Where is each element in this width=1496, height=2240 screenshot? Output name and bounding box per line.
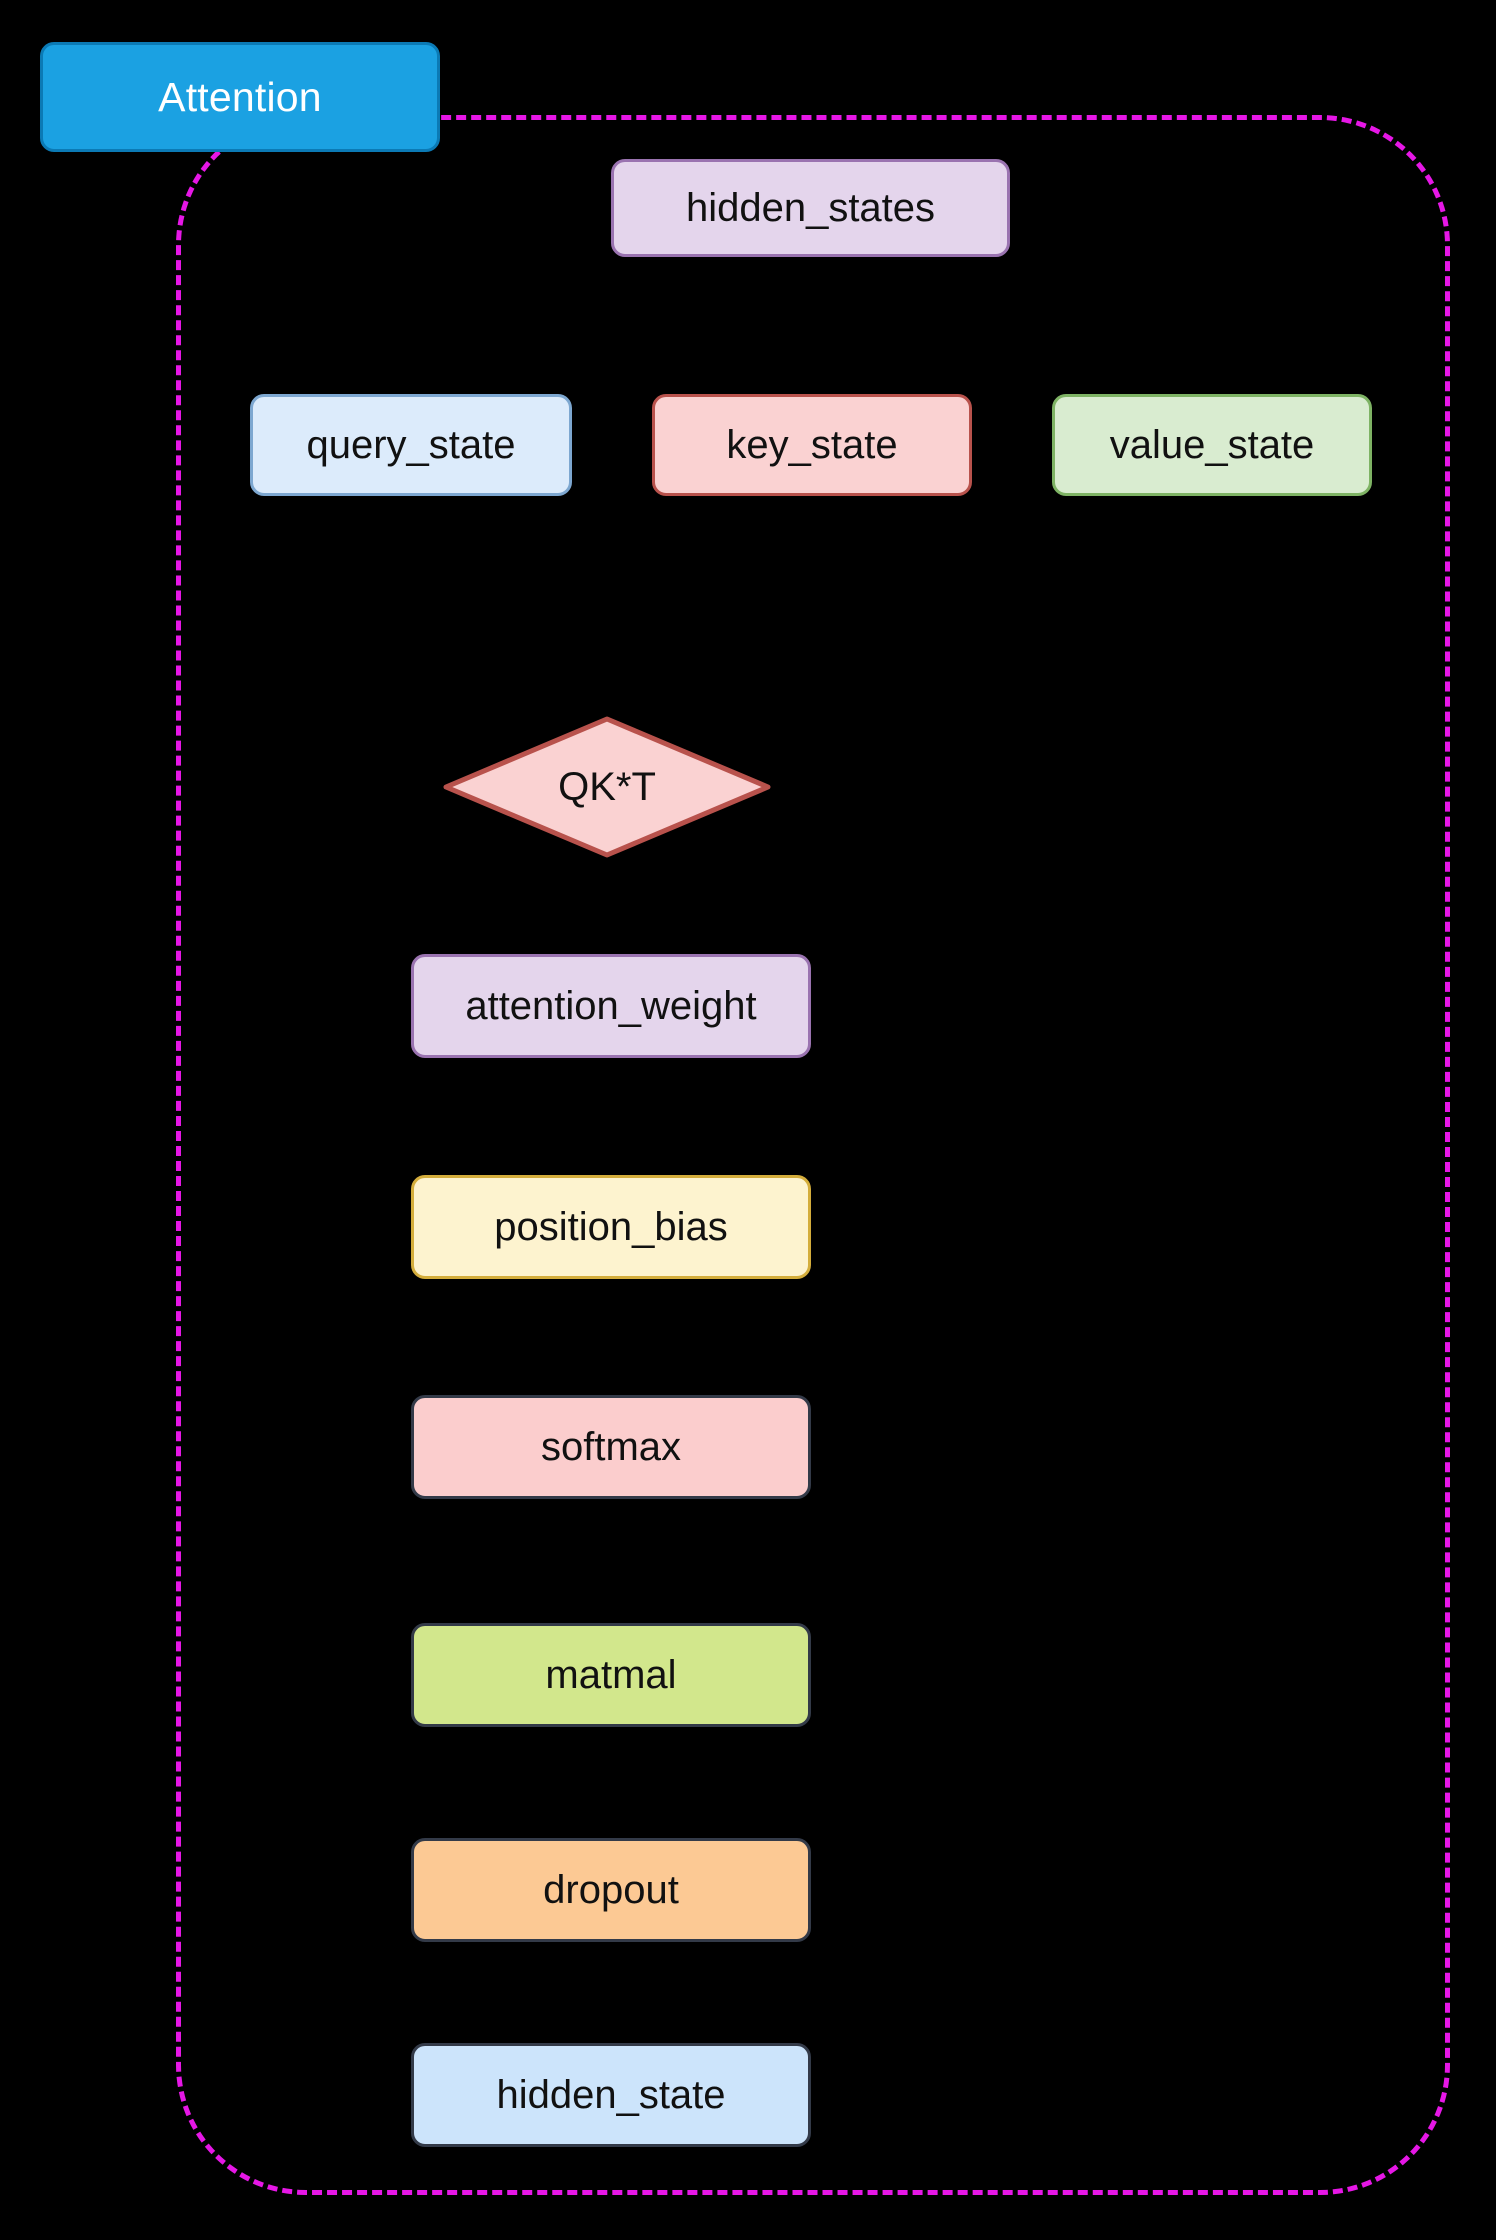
node-value-state[interactable]: value_state	[1052, 394, 1372, 496]
subgraph-title-attention[interactable]: Attention	[40, 42, 440, 152]
diamond-shape-icon	[443, 716, 771, 858]
node-hidden-state[interactable]: hidden_state	[411, 2043, 811, 2147]
node-position-bias[interactable]: position_bias	[411, 1175, 811, 1279]
node-softmax[interactable]: softmax	[411, 1395, 811, 1499]
node-key-state[interactable]: key_state	[652, 394, 972, 496]
node-query-state[interactable]: query_state	[250, 394, 572, 496]
node-dropout[interactable]: dropout	[411, 1838, 811, 1942]
attention-subgraph-border	[176, 115, 1450, 2195]
node-hidden-states[interactable]: hidden_states	[611, 159, 1010, 257]
node-qkt[interactable]: QK*T	[443, 716, 771, 858]
node-matmal[interactable]: matmal	[411, 1623, 811, 1727]
node-attention-weight[interactable]: attention_weight	[411, 954, 811, 1058]
